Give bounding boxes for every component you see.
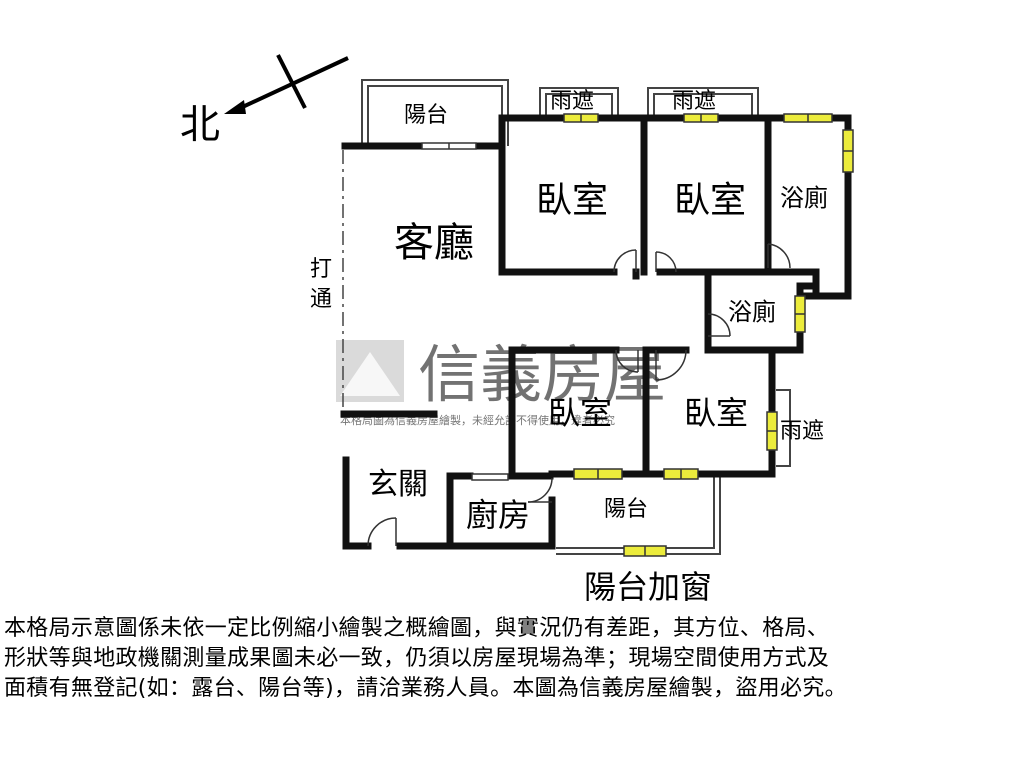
sliding-doors xyxy=(421,142,509,481)
label-canopy-1: 雨遮 xyxy=(550,89,594,114)
label-bedroom-1: 臥室 xyxy=(536,180,608,221)
floor-plan: 信義房屋 本格局圖為信義房屋繪製，未經允許不得使用，違者必究 北 xyxy=(180,54,854,606)
disclaimer-line-2: 形狀等與地政機關測量成果圖未必一致，仍須以房屋現場為準；現場空間使用方式及 xyxy=(4,646,830,671)
label-balcony-top: 陽台 xyxy=(404,103,448,128)
label-bedroom-4: 臥室 xyxy=(684,394,748,432)
label-balcony-window: 陽台加窗 xyxy=(584,568,712,606)
walls xyxy=(340,114,852,550)
label-canopy-2: 雨遮 xyxy=(672,89,716,114)
doors xyxy=(367,243,791,547)
disclaimer: 本格局示意圖係未依一定比例縮小繪製之概繪圖，與實況仍有差距，其方位、格局、 形狀… xyxy=(4,614,1020,704)
north-arrow: 北 xyxy=(180,54,349,148)
disclaimer-line-1: 本格局示意圖係未依一定比例縮小繪製之概繪圖，與實況仍有差距，其方位、格局、 xyxy=(4,616,830,641)
label-opened-wall: 打通 xyxy=(310,257,332,312)
label-balcony-bottom: 陽台 xyxy=(604,497,648,522)
label-living-room: 客廳 xyxy=(394,220,474,266)
label-bath-2: 浴廁 xyxy=(728,298,776,326)
label-entrance: 玄關 xyxy=(368,467,428,502)
north-label: 北 xyxy=(180,102,220,148)
label-kitchen: 廚房 xyxy=(466,496,530,534)
windows xyxy=(563,113,854,557)
watermark-logo xyxy=(336,340,404,402)
label-bedroom-3: 臥室 xyxy=(548,394,612,432)
room-labels: 陽台 雨遮 雨遮 雨遮 客廳 臥室 臥室 臥室 臥室 浴廁 浴廁 打通 玄關 廚… xyxy=(310,89,828,606)
disclaimer-line-3: 面積有無登記(如：露台、陽台等)，請洽業務人員。本圖為信義房屋繪製，盜用必究。 xyxy=(4,676,847,701)
label-canopy-3: 雨遮 xyxy=(780,419,824,444)
label-bath-1: 浴廁 xyxy=(780,184,828,212)
label-bedroom-2: 臥室 xyxy=(674,180,746,221)
